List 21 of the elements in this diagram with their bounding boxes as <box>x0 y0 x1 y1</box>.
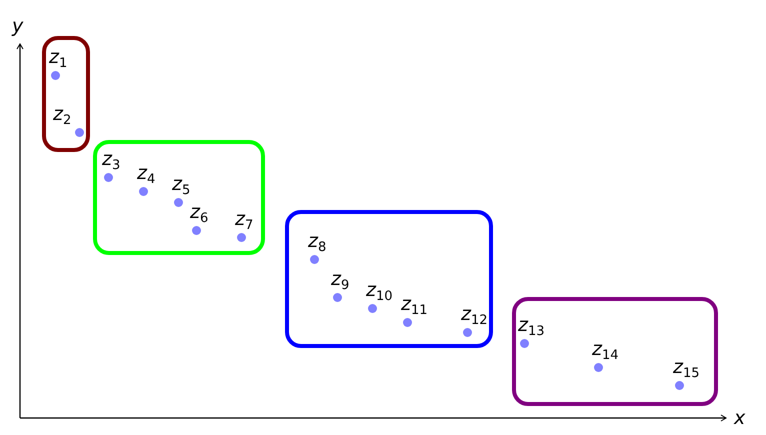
point-label: z$_{3}$ <box>102 149 120 169</box>
y-axis-label: y <box>12 16 24 36</box>
point-label: z$_{11}$ <box>401 294 428 314</box>
point-label: z$_{14}$ <box>592 339 619 359</box>
point-label: z$_{8}$ <box>308 231 326 251</box>
point-label: z$_{5}$ <box>172 174 190 194</box>
point-label: z$_{6}$ <box>190 202 208 222</box>
point-label: z$_{7}$ <box>235 209 254 229</box>
x-axis-label: x <box>734 408 746 428</box>
point-label: z$_{12}$ <box>461 304 488 324</box>
point-label: z$_{9}$ <box>331 269 350 289</box>
cluster-outline <box>93 140 265 255</box>
cluster-outline <box>512 297 718 406</box>
point-label: z$_{2}$ <box>53 104 72 124</box>
point-label: z$_{4}$ <box>137 163 156 183</box>
cluster-outline <box>285 210 493 348</box>
point-label: z$_{1}$ <box>49 47 68 67</box>
cluster-outline <box>42 36 90 152</box>
point-label: z$_{15}$ <box>673 357 700 377</box>
point-label: z$_{13}$ <box>518 315 545 335</box>
point-label: z$_{10}$ <box>366 280 393 300</box>
